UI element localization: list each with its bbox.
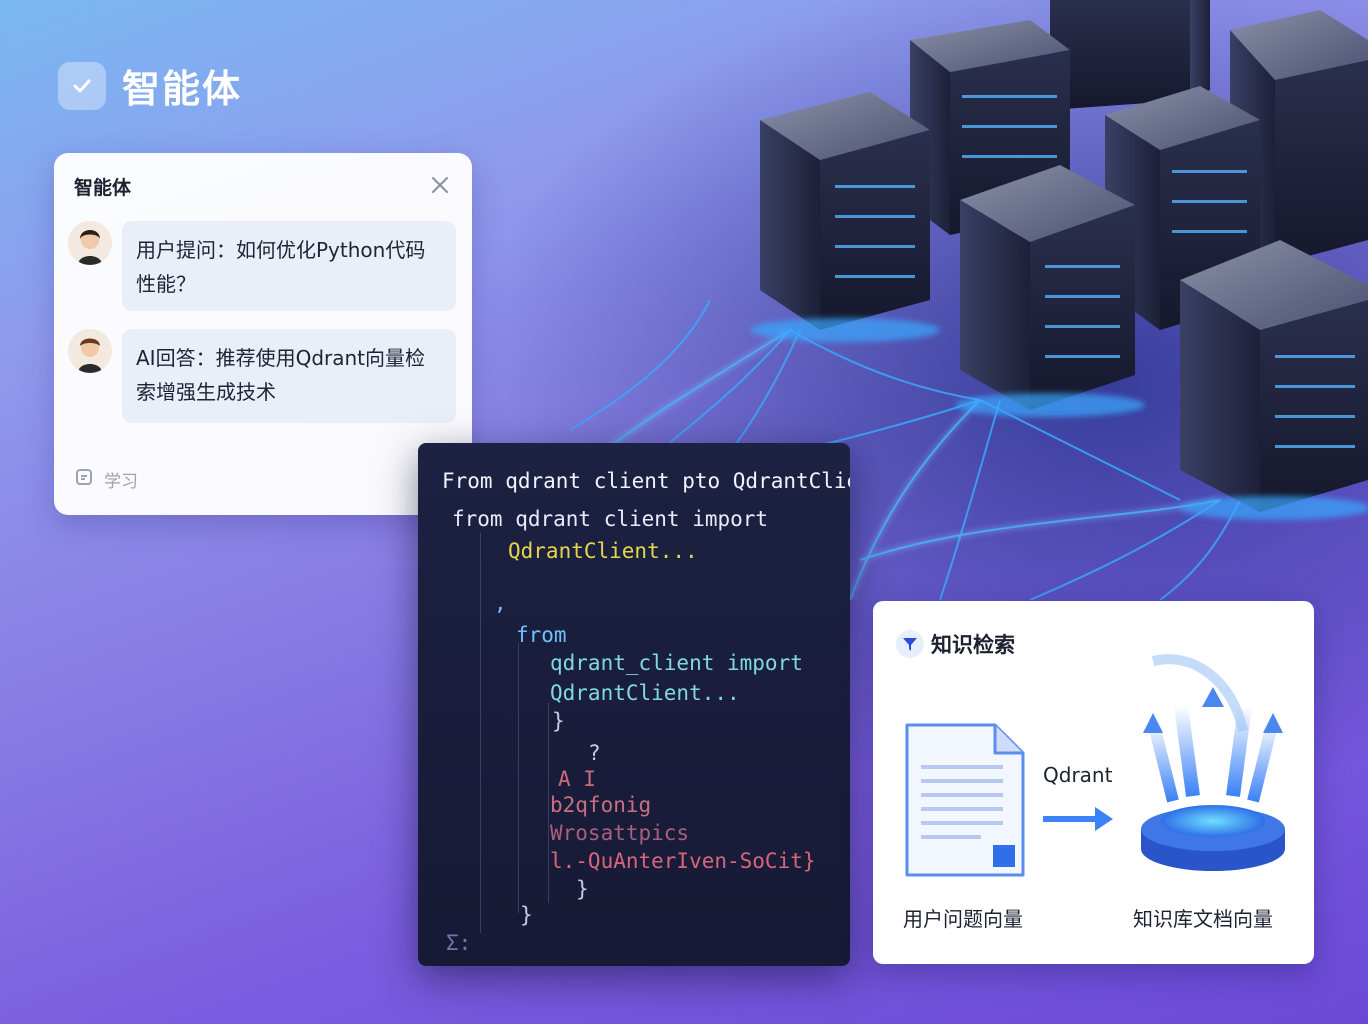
code-line: From qdrant client pto QdrantClient. [442,469,850,493]
chat-footer: 学习 [74,467,452,492]
vector-database-icon [1141,654,1285,871]
server-rack [1050,0,1210,110]
code-line: qdrant_client import [550,651,803,675]
learn-label[interactable]: 学习 [104,472,138,492]
close-icon[interactable] [428,173,452,197]
indent-guide [518,643,519,913]
code-line: from qdrant client import [452,507,769,531]
server-rack [960,165,1135,410]
code-line: from [516,623,567,647]
indent-guide [480,533,481,933]
code-line: Σ: [446,931,472,955]
chat-message-ai: AI回答：推荐使用Qdrant向量检索增强生成技术 [68,329,456,423]
search-filter-icon [895,629,925,659]
checkbox-logo-icon [58,61,106,110]
code-line: } [520,903,533,927]
user-question-bubble: 用户提问：如何优化Python代码性能？ [122,221,456,311]
server-base-glow [750,318,1368,520]
code-line: A I [558,767,596,791]
code-line: QdrantClient... [550,681,740,705]
server-leds [835,95,1355,448]
chat-message-user: 用户提问：如何优化Python代码性能？ [68,221,456,311]
code-line: } [576,877,589,901]
user-avatar [68,221,112,265]
learn-icon[interactable] [74,467,94,492]
code-editor-panel: From qdrant client pto QdrantClient. fro… [418,443,850,966]
flow-label: Qdrant [1043,763,1113,787]
server-rack [760,92,930,330]
code-line: l.-QuAnterIven-SoCit} [550,849,816,873]
knowledge-retrieval-panel: 知识检索 Qdrant [873,601,1314,964]
code-line: b2qfonig [550,793,652,817]
knowledge-title: 知识检索 [931,633,1015,657]
document-icon [905,723,1025,877]
code-line: Wrosattpics [550,821,690,845]
server-cluster-illustration [569,0,1368,600]
code-line: ? [588,741,601,765]
code-line: , [494,591,507,615]
code-line: } [552,709,565,733]
app-title: 智能体 [122,67,243,111]
indent-guide [548,703,549,903]
query-vector-label: 用户问题向量 [903,907,1023,931]
code-line: QdrantClient... [508,539,698,563]
document-vector-label: 知识库文档向量 [1133,907,1273,931]
arrow-right-icon [1043,807,1113,831]
ai-answer-bubble: AI回答：推荐使用Qdrant向量检索增强生成技术 [122,329,456,423]
server-rack [1180,240,1368,512]
chat-panel-title: 智能体 [74,177,132,199]
app-header: 智能体 [58,58,242,113]
chat-panel: 智能体 用户提问：如何优化Python代码性能？ AI回答：推荐使用Qdra [54,153,472,515]
ai-avatar [68,329,112,373]
